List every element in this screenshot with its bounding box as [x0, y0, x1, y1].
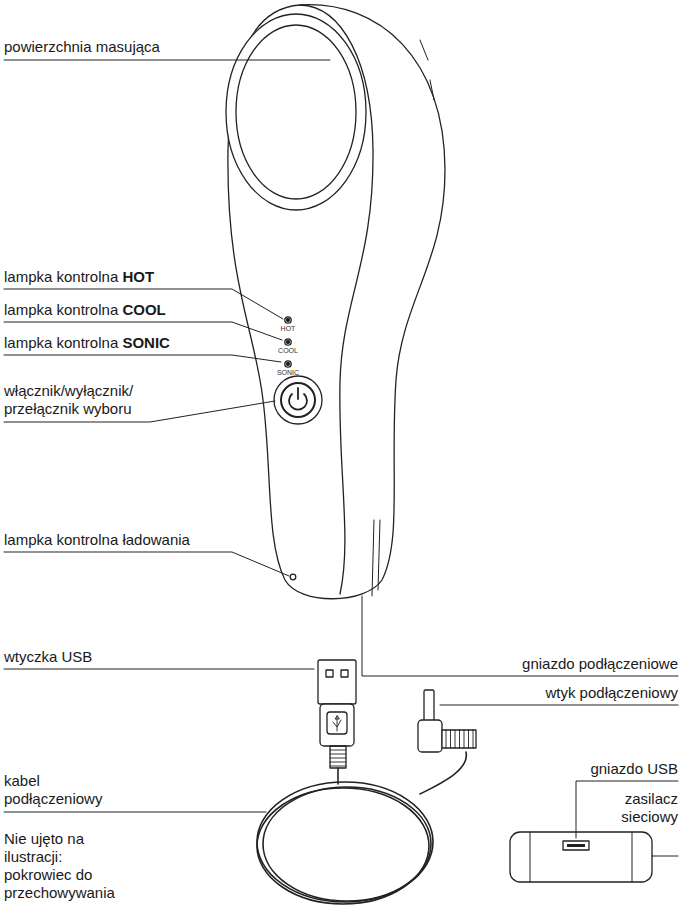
part-label: gniazdo podłączeniowe: [418, 655, 678, 673]
indicator-text: HOT: [268, 325, 308, 333]
device: [226, 5, 445, 599]
indicator-text: SONIC: [268, 369, 308, 377]
part-label: lampka kontrolna SONIC: [4, 334, 244, 352]
usb-plug: [318, 660, 356, 768]
leader-lines: [4, 60, 678, 856]
cable-coil: [257, 752, 466, 904]
part-label: Nie ujęto na ilustracji: pokrowiec do pr…: [4, 830, 116, 902]
part-label: lampka kontrolna HOT: [4, 268, 244, 286]
part-label: włącznik/wyłącznik/ przełącznik wyboru: [4, 382, 169, 418]
connector-plug: [418, 690, 476, 752]
part-label: wtyczka USB: [4, 648, 204, 666]
part-label: zasilacz sieciowy: [596, 790, 678, 826]
part-label: kabel podłączeniowy: [4, 772, 116, 808]
power-adapter: [510, 832, 652, 882]
part-label: lampka kontrolna ładowania: [4, 531, 264, 549]
part-label: wtyk podłączeniowy: [478, 684, 678, 702]
indicator-text: COOL: [268, 347, 308, 355]
part-label: powierzchnia masująca: [4, 38, 244, 56]
part-label: lampka kontrolna COOL: [4, 301, 244, 319]
part-label: gniazdo USB: [558, 760, 678, 778]
